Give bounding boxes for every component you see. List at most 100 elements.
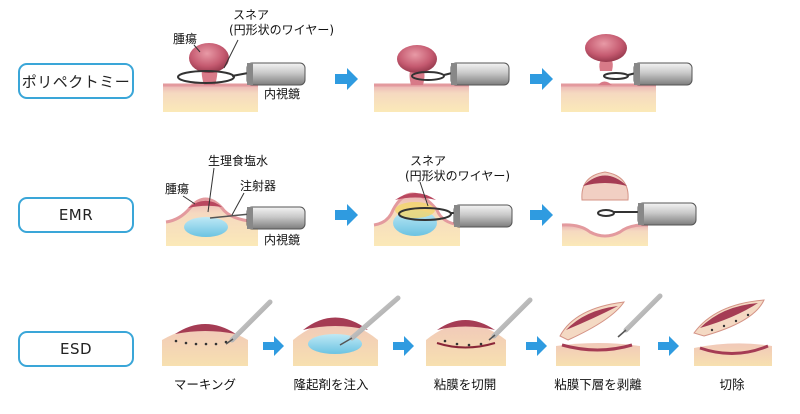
arrow-esd-2: [393, 336, 414, 356]
endoscope-tube: [246, 62, 306, 86]
label-endoscope-emr: 内視鏡: [264, 233, 301, 247]
esd-step-caption-5: 切除: [719, 377, 745, 392]
tissue-block: [162, 327, 248, 366]
tissue-block: [426, 324, 506, 366]
resected-tumor: [583, 175, 627, 186]
tissue-block: [374, 85, 469, 112]
arrow-polypectomy-1: [335, 68, 358, 90]
knife-tip: [488, 334, 496, 341]
resection-bed: [699, 344, 769, 356]
knife-tube: [229, 299, 273, 343]
arrow-esd-1: [263, 336, 284, 356]
esd-step-2: [293, 295, 401, 366]
emr-panel-3: [561, 171, 697, 246]
polypectomy-panel-3: [561, 34, 693, 112]
saline-bleb: [184, 217, 228, 237]
arrow-polypectomy-2: [530, 68, 553, 90]
pointer-line-snare: [223, 39, 239, 69]
polyp-head: [189, 43, 229, 73]
knife-tube: [623, 293, 663, 333]
procedure-label-emr: EMR: [18, 197, 134, 233]
tumor-surface: [395, 193, 436, 200]
tissue-block: [562, 224, 648, 246]
procedure-label-polypectomy: ポリペクトミー: [18, 63, 134, 99]
label-snare-detail-polypectomy: (円形状のワイヤー): [229, 23, 335, 37]
esd-step-caption-3: 粘膜を切開: [433, 377, 497, 392]
snare-wire: [231, 72, 249, 77]
endoscope-ring: [454, 205, 460, 227]
esd-step-5: [693, 299, 772, 366]
label-tumor-emr: 腫瘍: [165, 182, 190, 196]
label-injector-emr: 注射器: [240, 179, 277, 193]
tumor-surface: [188, 200, 222, 208]
polyp-head: [585, 34, 627, 62]
endoscope-ring: [247, 207, 253, 229]
knife-tube: [491, 297, 533, 339]
snare-loop: [603, 72, 629, 80]
procedure-label-polypectomy-text: ポリペクトミー: [21, 72, 131, 91]
saline-bleb: [308, 334, 362, 354]
label-snare-detail-emr: (円形状のワイヤー): [405, 169, 511, 183]
mucosa-line: [165, 197, 259, 224]
label-endoscope-polypectomy: 内視鏡: [264, 87, 301, 101]
endoscope-tube: [450, 62, 510, 86]
injector-needle: [209, 213, 251, 219]
tumor-surface: [437, 320, 495, 330]
label-saline-emr: 生理食塩水: [208, 154, 269, 168]
marking-dots: [443, 339, 483, 347]
endoscope-tube: [453, 204, 513, 228]
endoscope-ring: [451, 63, 457, 85]
arrow-esd-3: [526, 336, 547, 356]
procedure-label-esd: ESD: [18, 331, 134, 367]
knife-tip: [225, 338, 234, 345]
esd-step-caption-4: 粘膜下層を剥離: [554, 377, 642, 392]
specimen-tumor: [700, 303, 758, 328]
bleb-highlight: [395, 202, 435, 218]
polypectomy-panel-1: [163, 39, 306, 112]
dissected-base: [561, 343, 633, 352]
arrow-emr-1: [335, 204, 358, 226]
snare-loop: [177, 70, 235, 84]
endoscope-tube: [637, 202, 697, 226]
procedure-label-esd-text: ESD: [59, 340, 93, 358]
pointer-line-snare: [419, 181, 429, 207]
esd-step-1: [162, 299, 273, 366]
arrow-esd-4: [658, 336, 679, 356]
tumor-surface: [303, 317, 368, 330]
esd-step-3: [426, 297, 533, 366]
pointer-line-tumor: [193, 44, 201, 53]
pointer-line-injector: [231, 192, 245, 216]
procedure-label-emr-text: EMR: [58, 206, 94, 224]
tissue-block: [163, 85, 258, 112]
polypectomy-panel-2: [374, 45, 510, 112]
needle-tube: [349, 295, 401, 341]
specimen-dots: [710, 313, 750, 332]
endoscope-ring: [638, 203, 644, 225]
label-snare-emr: スネア: [410, 154, 447, 168]
esd-step-caption-1: マーキング: [173, 377, 237, 392]
needle-tip: [339, 337, 353, 346]
emr-panel-2: [373, 181, 513, 246]
snare-loop: [597, 209, 615, 217]
endoscope-ring: [247, 63, 253, 85]
endoscope-tube: [246, 206, 306, 230]
lifted-flap: [559, 301, 626, 341]
label-tumor-polypectomy: 腫瘍: [173, 32, 198, 46]
emr-panel-1: [165, 167, 306, 246]
snare-loop: [411, 71, 445, 81]
polyp-head: [397, 45, 437, 73]
incision-line: [436, 342, 496, 349]
label-snare-polypectomy: スネア: [233, 8, 270, 22]
esd-step-caption-2: 隆起剤を注入: [293, 377, 369, 392]
knife-tip: [617, 329, 627, 338]
tissue-block: [561, 85, 656, 112]
arrow-emr-2: [530, 204, 553, 226]
marking-dots: [174, 339, 228, 346]
endoscope-tube: [633, 62, 693, 86]
endoscope-ring: [634, 63, 640, 85]
pointer-line-saline: [207, 167, 215, 213]
flap-tumor: [566, 306, 618, 330]
tumor-surface: [175, 324, 236, 334]
